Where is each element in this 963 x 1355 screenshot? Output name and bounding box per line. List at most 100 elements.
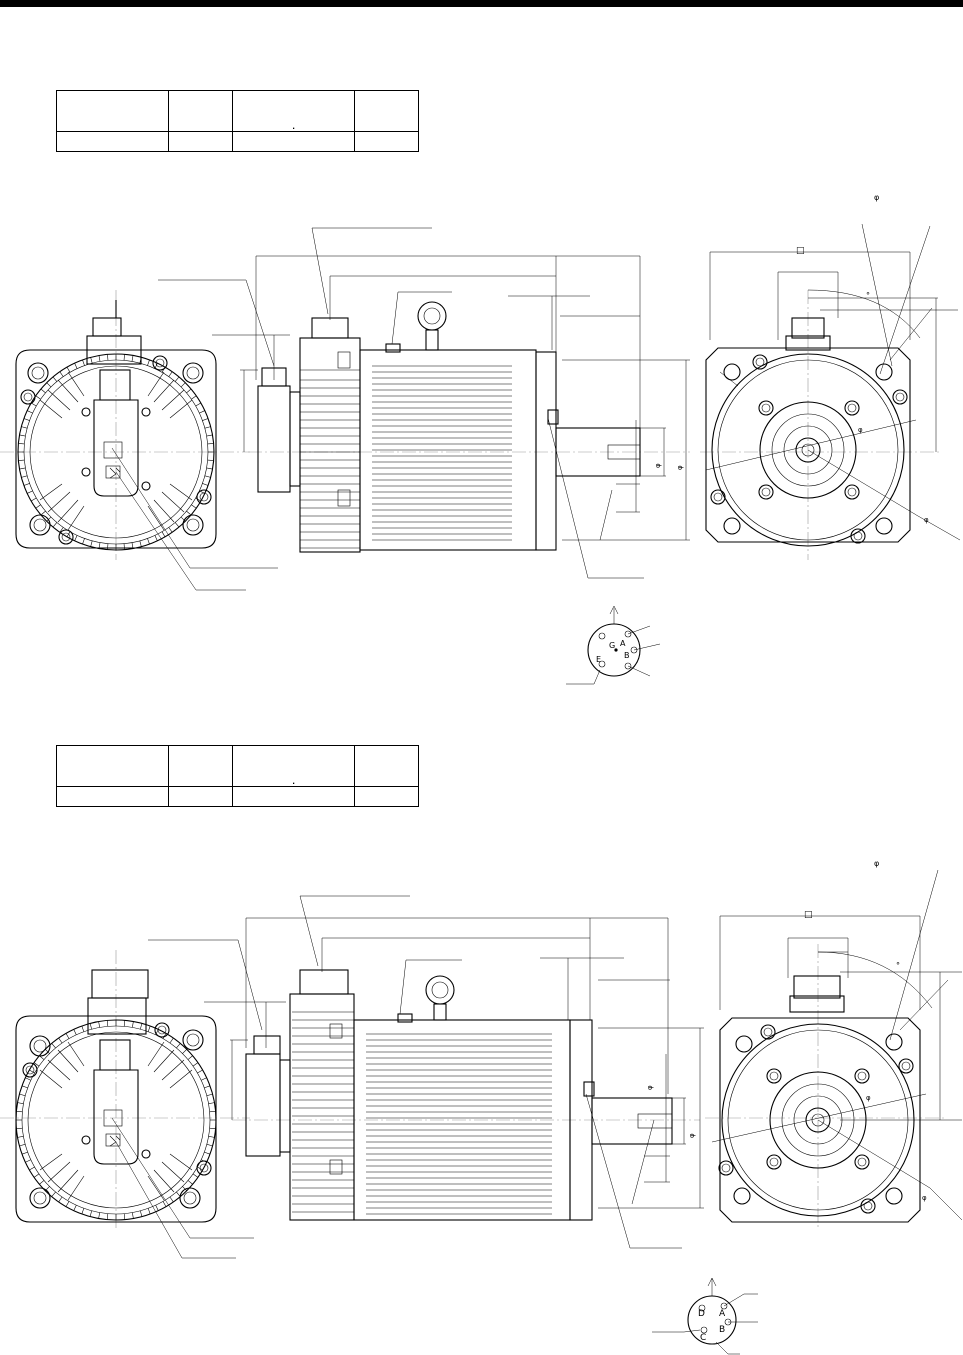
- flange-bolt-hole: [723, 517, 741, 535]
- flange-bolt-hole: [885, 1033, 903, 1051]
- gear-tooth: [25, 1077, 31, 1081]
- gear-tooth: [90, 357, 93, 364]
- gear-tooth: [58, 1196, 63, 1203]
- dimension-phi-pcd: φ: [858, 426, 863, 434]
- gear-tooth: [208, 1136, 215, 1138]
- gear-tooth: [19, 1093, 26, 1096]
- gear-tooth: [192, 1062, 199, 1067]
- flange-bolt-hole: [735, 1035, 753, 1053]
- gear-tooth: [207, 459, 214, 461]
- corner-bolt: [29, 1187, 51, 1209]
- gear-tooth: [98, 1212, 100, 1219]
- gear-tooth: [131, 542, 134, 549]
- drawing-2: □ φ ° φ φ φ φ A B C D: [0, 859, 963, 1355]
- gear-tooth: [98, 355, 101, 362]
- gear-tooth: [82, 359, 85, 366]
- gear-tooth: [161, 531, 166, 538]
- gear-tooth: [123, 1020, 126, 1027]
- flange-bolt-hole: [875, 363, 893, 381]
- spec-table-header-cell: [168, 745, 234, 787]
- gear-tooth: [168, 371, 173, 377]
- gear-tooth: [33, 1062, 40, 1067]
- corner-bolt: [179, 1187, 201, 1209]
- gear-tooth: [182, 1049, 187, 1054]
- gear-tooth: [52, 522, 58, 528]
- dimension-square-symbol: □: [804, 910, 813, 920]
- dimension-phi-pcd: φ: [866, 1094, 871, 1102]
- spec-table-header-row: .: [55, 90, 420, 132]
- gear-tooth: [206, 467, 213, 470]
- gear-tooth: [27, 490, 33, 494]
- gear-tooth: [89, 1210, 92, 1217]
- spec-table-cell: [353, 786, 420, 807]
- gear-tooth: [16, 1127, 23, 1130]
- dimension-phi-shaft: φ: [688, 1133, 696, 1138]
- gear-tooth: [29, 1166, 35, 1171]
- frame-cooling-fins: [300, 365, 512, 549]
- gear-tooth: [19, 467, 26, 470]
- gear-tooth: [197, 1069, 203, 1074]
- corner-bolt: [29, 514, 51, 536]
- dimension-phi-upper: φ: [874, 859, 879, 868]
- gear-tooth: [174, 376, 180, 382]
- gear-tooth: [98, 542, 101, 549]
- corner-bolt: [182, 1029, 204, 1051]
- vent-slots: [39, 371, 193, 531]
- gear-tooth: [30, 402, 37, 407]
- gear-tooth: [191, 504, 197, 509]
- gear-tooth: [17, 1102, 24, 1104]
- gear-tooth: [30, 497, 37, 502]
- dimension-phi-flange: φ: [924, 516, 929, 524]
- gear-tooth: [23, 418, 30, 421]
- gear-tooth: [140, 1023, 143, 1030]
- side-view-2: [148, 895, 704, 1249]
- gear-tooth: [131, 355, 134, 362]
- corner-bolt: [182, 514, 204, 536]
- gear-tooth: [35, 395, 41, 400]
- gear-tooth: [81, 1025, 85, 1032]
- gear-tooth: [40, 388, 46, 394]
- gear-tooth: [46, 516, 52, 522]
- gear-tooth: [162, 1201, 167, 1207]
- gear-tooth: [202, 418, 209, 421]
- gear-tooth: [209, 1110, 216, 1113]
- gear-tooth: [18, 443, 25, 445]
- spec-table-cell: [353, 131, 420, 152]
- dimension-phi-flange: φ: [922, 1194, 927, 1202]
- connector-pin-label: A: [719, 1309, 726, 1319]
- dimension-phi-shaft: φ: [646, 1085, 654, 1090]
- gear-tooth: [58, 1037, 63, 1044]
- connector-pin-label: E: [596, 655, 601, 664]
- gear-tooth: [19, 1144, 26, 1147]
- gear-tooth: [65, 1033, 70, 1039]
- gear-tooth: [191, 395, 197, 400]
- gear-tooth: [25, 1159, 31, 1163]
- gear-tooth: [107, 354, 109, 361]
- gear-tooth: [180, 382, 186, 388]
- gear-tooth: [139, 540, 142, 547]
- gear-tooth: [201, 1077, 207, 1081]
- gear-tooth: [74, 363, 78, 369]
- gear-tooth: [16, 1110, 23, 1113]
- gear-tooth: [187, 1055, 193, 1060]
- gear-tooth: [209, 1127, 216, 1130]
- gear-tooth: [51, 1191, 56, 1197]
- gear-tooth: [204, 1085, 211, 1089]
- gear-tooth: [73, 1029, 77, 1035]
- gear-tooth: [123, 354, 125, 361]
- gear-tooth: [23, 483, 30, 486]
- gear-tooth: [51, 1043, 56, 1049]
- gear-tooth: [204, 426, 211, 429]
- gear-tooth: [106, 1020, 109, 1027]
- gear-tooth: [169, 1196, 174, 1203]
- gear-tooth: [182, 1186, 187, 1191]
- gear-tooth: [123, 543, 125, 550]
- flange-bolt-hole: [723, 363, 741, 381]
- spec-table-header-cell: [353, 745, 420, 787]
- dimension-phi-shaft: φ: [654, 463, 662, 468]
- spec-table-value-row: [55, 786, 420, 807]
- gear-tooth: [45, 1049, 50, 1054]
- gear-tooth: [206, 434, 213, 437]
- gear-tooth: [186, 510, 192, 516]
